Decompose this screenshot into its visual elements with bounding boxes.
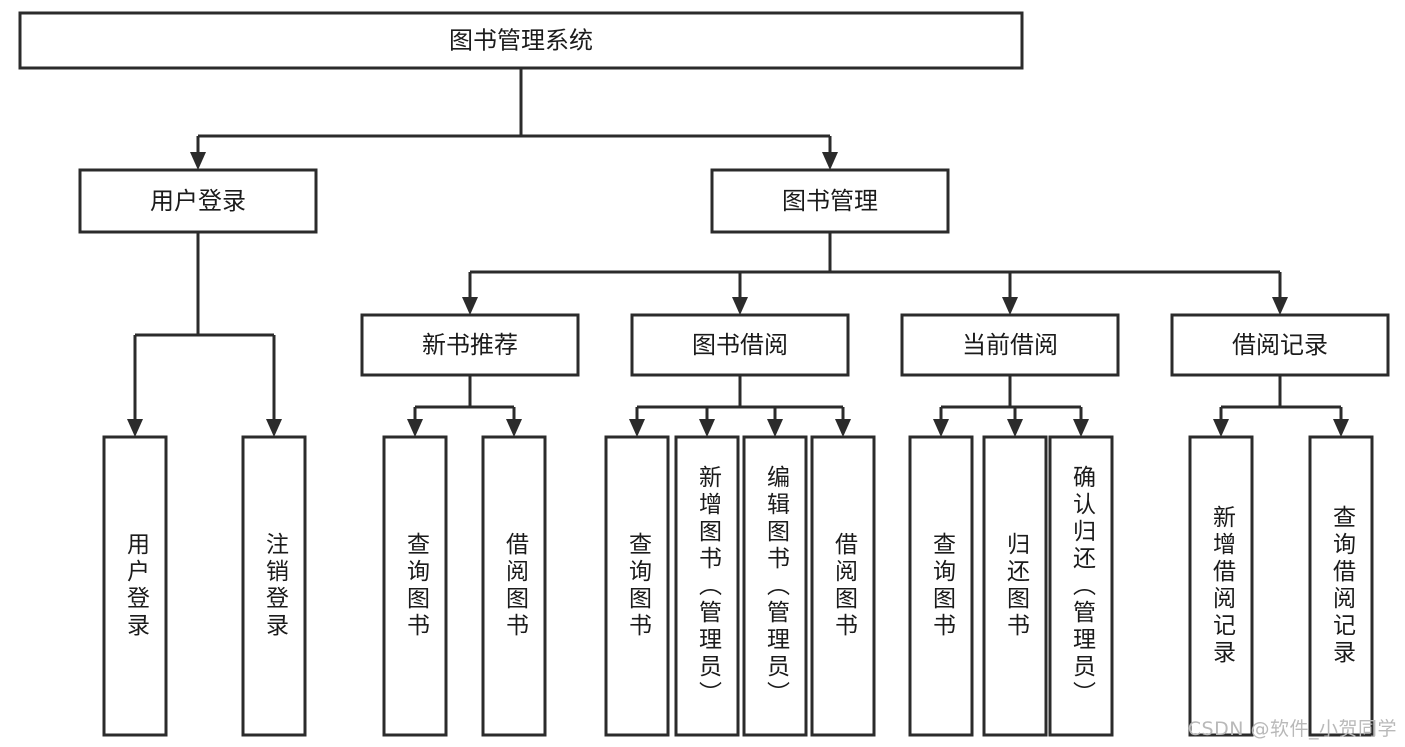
node-box-leaf-confirm-return[interactable]	[1048, 435, 1114, 737]
node-box-leaf-user-login[interactable]	[102, 435, 168, 737]
node-box-leaf-add-record[interactable]	[1188, 435, 1254, 737]
node-label-leaf-user-login: 用户登录	[122, 532, 149, 640]
node-label-borrow-record: 借阅记录	[1232, 331, 1328, 359]
node-box-current-borrow[interactable]	[900, 313, 1120, 377]
connectors-layer	[127, 68, 1349, 437]
node-box-leaf-query-book-borrow[interactable]	[604, 435, 670, 737]
arrow-head-icon	[699, 419, 715, 437]
node-label-leaf-query-book-cur: 查询图书	[928, 532, 955, 640]
arrow-head-icon	[933, 419, 949, 437]
node-box-root[interactable]	[18, 11, 1024, 70]
node-label-leaf-add-book: 新增图书（管理员）	[694, 464, 721, 708]
node-box-leaf-user-logout[interactable]	[241, 435, 307, 737]
node-label-root: 图书管理系统	[449, 27, 593, 55]
node-box-user-login[interactable]	[78, 168, 318, 234]
node-label-new-book-rec: 新书推荐	[422, 331, 518, 359]
node-label-leaf-query-record: 查询借阅记录	[1328, 505, 1355, 667]
arrow-head-icon	[835, 419, 851, 437]
csdn-watermark: CSDN @软件_小贺同学	[1187, 718, 1397, 740]
node-label-leaf-user-logout: 注销登录	[261, 532, 288, 640]
arrow-head-icon	[822, 152, 838, 170]
node-box-book-manage[interactable]	[710, 168, 950, 234]
node-label-leaf-edit-book: 编辑图书（管理员）	[762, 464, 789, 708]
node-label-leaf-query-book-rec: 查询图书	[402, 532, 429, 640]
node-box-leaf-query-record[interactable]	[1308, 435, 1374, 737]
arrow-head-icon	[629, 419, 645, 437]
arrow-head-icon	[1213, 419, 1229, 437]
arrow-head-icon	[1333, 419, 1349, 437]
node-label-leaf-return-book: 归还图书	[1002, 532, 1029, 640]
node-box-leaf-query-book-cur[interactable]	[908, 435, 974, 737]
arrow-head-icon	[767, 419, 783, 437]
arrow-head-icon	[190, 152, 206, 170]
arrow-head-icon	[1007, 419, 1023, 437]
node-label-leaf-add-record: 新增借阅记录	[1208, 505, 1235, 667]
node-label-leaf-borrow-book: 借阅图书	[830, 532, 857, 640]
arrow-head-icon	[266, 419, 282, 437]
node-label-book-borrow: 图书借阅	[692, 331, 788, 359]
arrow-head-icon	[407, 419, 423, 437]
node-box-leaf-borrow-book[interactable]	[810, 435, 876, 737]
node-label-book-manage: 图书管理	[782, 187, 878, 215]
arrow-head-icon	[732, 297, 748, 315]
node-label-leaf-query-book-borrow: 查询图书	[624, 532, 651, 640]
node-label-user-login: 用户登录	[150, 187, 246, 215]
arrow-head-icon	[462, 297, 478, 315]
node-box-leaf-return-book[interactable]	[982, 435, 1048, 737]
node-box-leaf-add-book[interactable]	[674, 435, 740, 737]
node-label-leaf-confirm-return: 确认归还（管理员）	[1068, 464, 1095, 708]
arrow-head-icon	[1002, 297, 1018, 315]
node-box-book-borrow[interactable]	[630, 313, 850, 377]
arrow-head-icon	[506, 419, 522, 437]
boxes-layer	[18, 11, 1390, 737]
node-box-leaf-borrow-book-rec[interactable]	[481, 435, 547, 737]
arrow-head-icon	[1073, 419, 1089, 437]
arrow-head-icon	[127, 419, 143, 437]
node-box-leaf-query-book-rec[interactable]	[382, 435, 448, 737]
node-box-leaf-edit-book[interactable]	[742, 435, 808, 737]
node-label-current-borrow: 当前借阅	[962, 331, 1058, 359]
node-box-borrow-record[interactable]	[1170, 313, 1390, 377]
node-label-leaf-borrow-book-rec: 借阅图书	[501, 532, 528, 640]
arrow-head-icon	[1272, 297, 1288, 315]
node-box-new-book-rec[interactable]	[360, 313, 580, 377]
